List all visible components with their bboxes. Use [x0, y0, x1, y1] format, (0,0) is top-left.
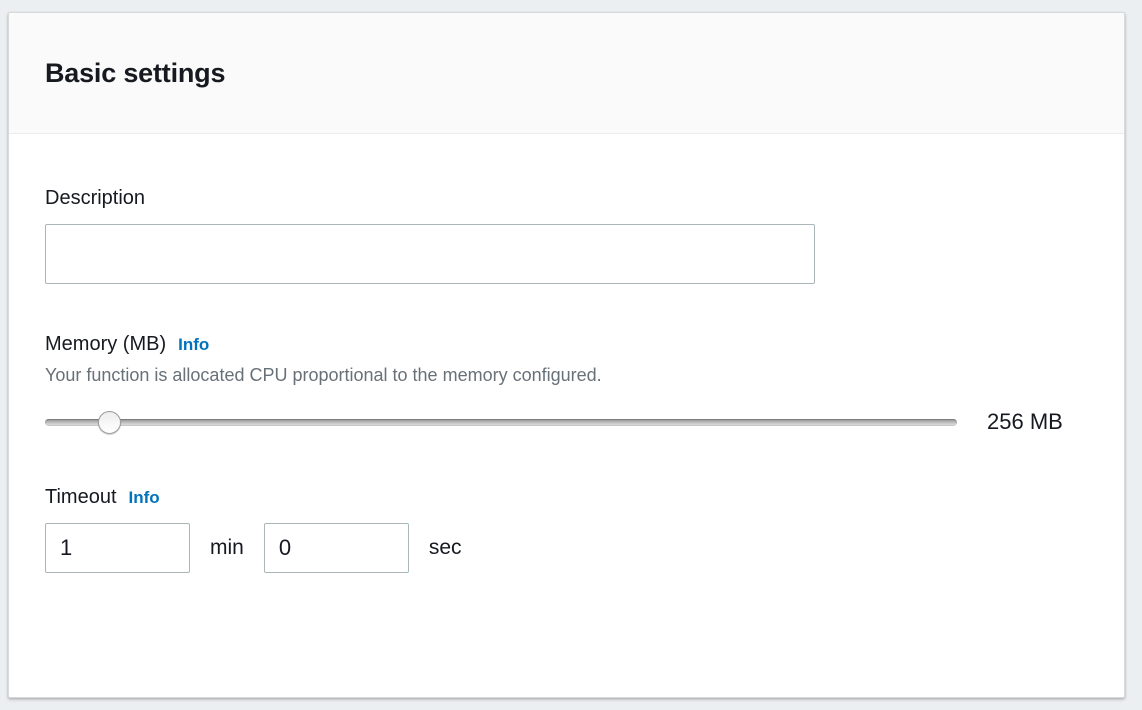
memory-slider-row: 256 MB — [45, 405, 1088, 439]
memory-hint: Your function is allocated CPU proportio… — [45, 365, 602, 385]
timeout-field-group: Timeout Info min sec — [45, 485, 1088, 574]
page-title: Basic settings — [45, 57, 226, 88]
timeout-seconds-unit: sec — [428, 536, 462, 560]
description-label-text: Description — [45, 187, 146, 209]
memory-label: Memory (MB) Info — [45, 332, 1088, 356]
memory-info-link[interactable]: Info — [178, 335, 210, 354]
basic-settings-card: Basic settings Description Memory (MB) I… — [8, 12, 1125, 698]
timeout-inputs-row: min sec — [45, 523, 1088, 574]
memory-field-group: Memory (MB) Info Your function is alloca… — [45, 332, 1088, 439]
memory-slider[interactable] — [45, 405, 957, 439]
timeout-info-link[interactable]: Info — [128, 488, 160, 508]
description-label: Description — [45, 186, 1088, 210]
memory-label-text: Memory (MB) — [45, 333, 167, 355]
timeout-label-text: Timeout — [45, 486, 117, 509]
card-header: Basic settings — [9, 13, 1124, 134]
description-field-group: Description — [45, 186, 1088, 284]
timeout-minutes-input[interactable] — [45, 523, 190, 574]
description-input[interactable] — [45, 224, 815, 284]
timeout-minutes-unit: min — [210, 536, 244, 560]
timeout-label: Timeout Info — [45, 485, 1088, 509]
slider-thumb[interactable] — [98, 411, 122, 435]
timeout-seconds-input[interactable] — [263, 523, 409, 574]
memory-value-label: 256 MB — [987, 409, 1063, 435]
card-body: Description Memory (MB) Info Your functi… — [9, 134, 1124, 574]
slider-track[interactable] — [45, 419, 957, 427]
